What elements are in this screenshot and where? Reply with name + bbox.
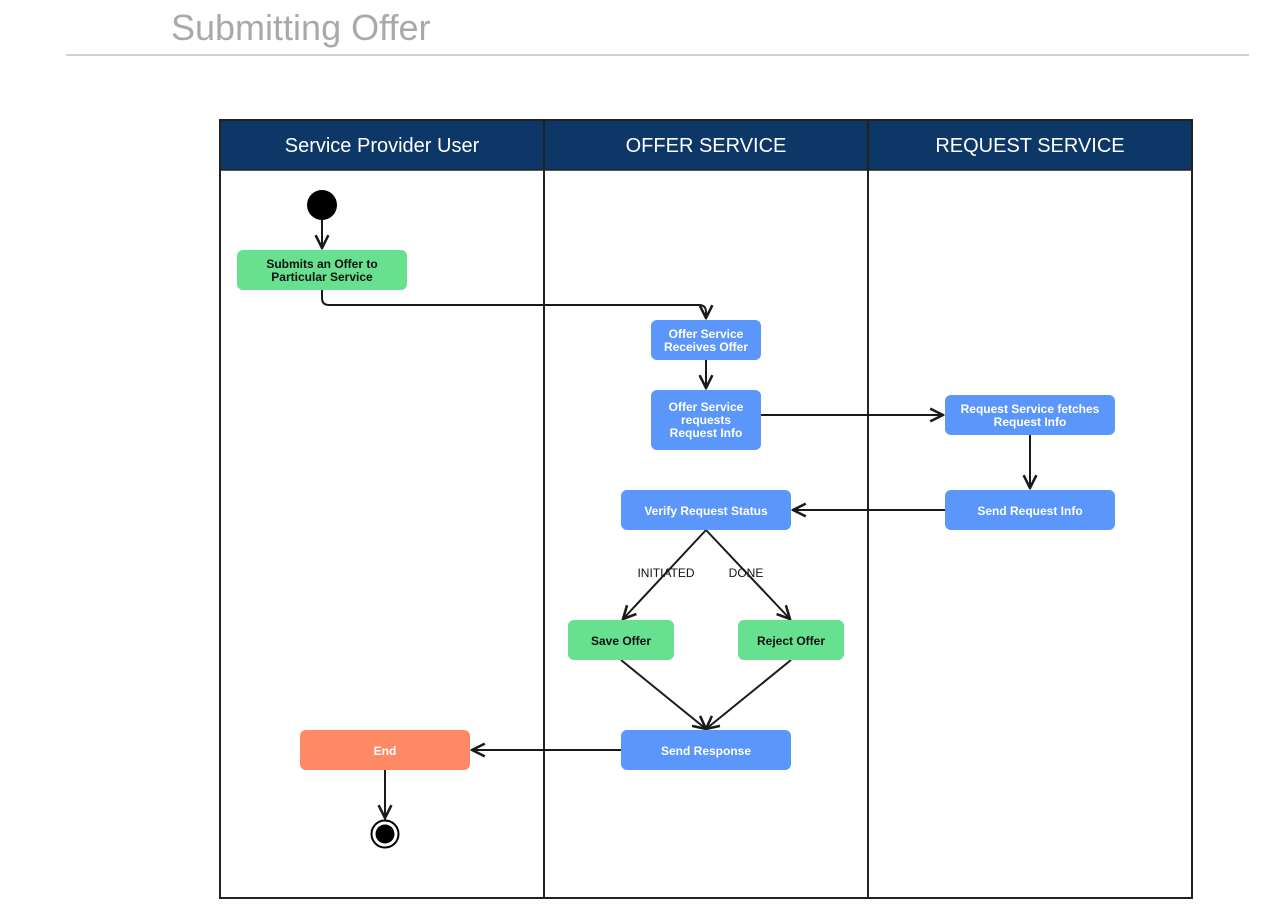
node-end: End xyxy=(300,730,470,770)
node-offer-receives-label: Offer Service xyxy=(669,327,744,341)
node-send-request-info: Send Request Info xyxy=(945,490,1115,530)
final-node xyxy=(375,824,395,844)
node-verify-status-label: Verify Request Status xyxy=(644,504,768,518)
node-submit-offer-label: Submits an Offer to xyxy=(266,257,377,271)
start-node xyxy=(307,190,337,220)
edge-label-done: DONE xyxy=(729,566,764,580)
edge-verify-to-save xyxy=(623,529,707,619)
node-submit-offer-label: Particular Service xyxy=(271,270,373,284)
swimlane-frame xyxy=(219,119,1193,899)
edge-reject-to-response xyxy=(706,659,792,729)
node-end-label: End xyxy=(374,744,397,758)
lane-title-service-provider-user: Service Provider User xyxy=(285,135,480,157)
node-save-offer: Save Offer xyxy=(568,620,674,660)
title-divider xyxy=(66,54,1249,56)
node-request-fetches: Request Service fetches Request Info xyxy=(945,395,1115,435)
node-offer-receives: Offer Service Receives Offer xyxy=(651,320,761,360)
node-offer-requests-label: requests xyxy=(681,413,731,427)
lane-title-offer-service: OFFER SERVICE xyxy=(626,135,787,157)
node-offer-receives-label: Receives Offer xyxy=(664,340,748,354)
node-send-request-info-label: Send Request Info xyxy=(977,504,1082,518)
node-reject-offer-label: Reject Offer xyxy=(757,634,825,648)
page-title: Submitting Offer xyxy=(171,7,431,48)
node-offer-requests: Offer Service requests Request Info xyxy=(651,390,761,450)
node-save-offer-label: Save Offer xyxy=(591,634,651,648)
edge-label-initiated: INITIATED xyxy=(637,566,694,580)
node-reject-offer: Reject Offer xyxy=(738,620,844,660)
node-offer-requests-label: Offer Service xyxy=(669,400,744,414)
node-request-fetches-label: Request Info xyxy=(994,415,1067,429)
node-send-response-label: Send Response xyxy=(661,744,751,758)
lane-title-request-service: REQUEST SERVICE xyxy=(935,135,1124,157)
lane-header-bar xyxy=(220,120,1192,170)
edge-submit-to-receives xyxy=(321,290,706,318)
node-submit-offer: Submits an Offer to Particular Service xyxy=(237,250,407,290)
node-verify-status: Verify Request Status xyxy=(621,490,791,530)
edge-save-to-response xyxy=(620,659,706,729)
edge-verify-to-reject xyxy=(705,529,790,619)
node-request-fetches-label: Request Service fetches xyxy=(961,402,1100,416)
node-offer-requests-label: Request Info xyxy=(670,426,743,440)
node-send-response: Send Response xyxy=(621,730,791,770)
